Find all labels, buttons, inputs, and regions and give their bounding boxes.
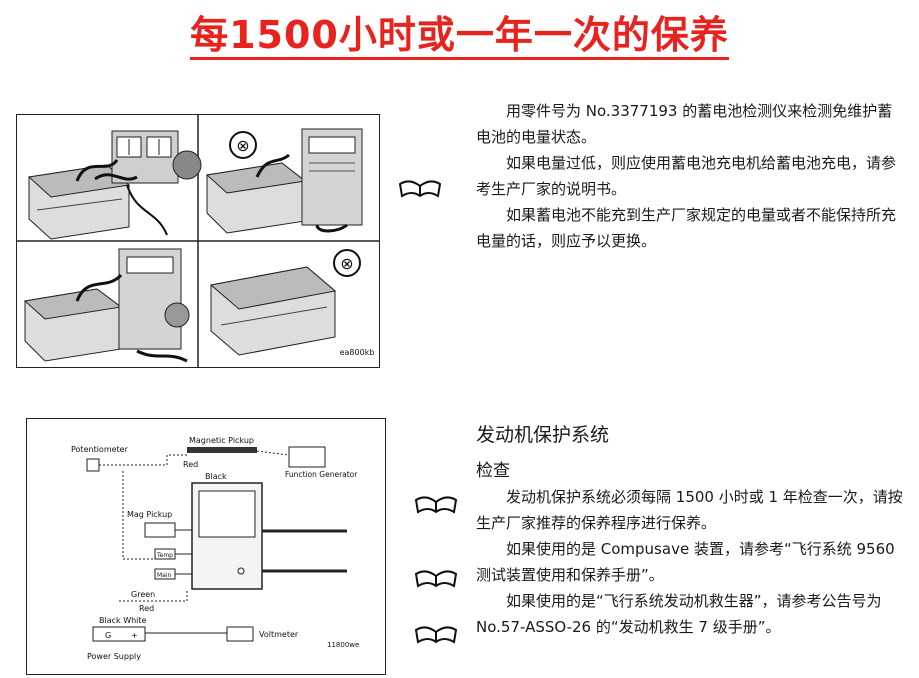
- wiring-diagram: Potentiometer Magnetic Pickup Red Black …: [71, 436, 359, 661]
- battery-tester-scene: [27, 130, 202, 240]
- engine-instructions: 发动机保护系统必须每隔 1500 小时或 1 年检查一次，请按生产厂家推荐的保养…: [476, 484, 906, 640]
- black-wire-label: Black: [205, 472, 227, 481]
- ground-label: G: [105, 631, 111, 640]
- plus-label: +: [131, 631, 138, 640]
- no-mark-1: ⊗: [236, 136, 249, 155]
- green-wire-label: Green: [131, 590, 155, 599]
- no-mark-2: ⊗: [340, 254, 353, 273]
- battery-paragraph-2: 如果电量过低，则应使用蓄电池充电机给蓄电池充电，请参考生产厂家的说明书。: [476, 154, 897, 198]
- engine-section-heading: 发动机保护系统: [476, 424, 610, 446]
- power-supply-label: Power Supply: [87, 652, 141, 661]
- battery-illustration: ⊗ ⊗ ea800kb: [17, 115, 379, 367]
- figure2-code: 11800we: [327, 641, 359, 649]
- potentiometer-label: Potentiometer: [71, 445, 129, 454]
- open-book-icon: [414, 496, 458, 514]
- red-wire-label-2: Red: [139, 604, 154, 613]
- main-label: Main: [157, 572, 172, 579]
- battery-figure: ⊗ ⊗ ea800kb: [16, 114, 380, 368]
- page-title-text: 每1500小时或一年一次的保养: [190, 13, 729, 60]
- function-generator-label: Function Generator: [285, 470, 358, 479]
- open-book-icon: [414, 570, 458, 588]
- page-title: 每1500小时或一年一次的保养: [0, 4, 919, 60]
- battery-charger-scene: ⊗: [205, 128, 363, 234]
- figure1-code: ea800kb: [340, 348, 375, 357]
- battery-charging-scene: [23, 248, 190, 363]
- engine-protection-diagram: Potentiometer Magnetic Pickup Red Black …: [26, 418, 386, 675]
- battery-instructions: 用零件号为 No.3377193 的蓄电池检测仪来检测免维护蓄电池的电量状态。 …: [476, 98, 906, 254]
- open-book-icon: [414, 626, 458, 644]
- battery-paragraph-1: 用零件号为 No.3377193 的蓄电池检测仪来检测免维护蓄电池的电量状态。: [476, 102, 893, 146]
- engine-paragraph-1: 发动机保护系统必须每隔 1500 小时或 1 年检查一次，请按生产厂家推荐的保养…: [476, 488, 903, 532]
- engine-paragraph-3: 如果使用的是“飞行系统发动机救生器”，请参考公告号为 No.57-ASSO-26…: [476, 592, 882, 636]
- open-book-icon: [398, 180, 442, 198]
- battery-paragraph-3: 如果蓄电池不能充到生产厂家规定的电量或者不能保持所充电量的话，则应予以更换。: [476, 206, 897, 250]
- voltmeter-label: Voltmeter: [259, 630, 299, 639]
- mag-pickup-label: Mag Pickup: [127, 510, 172, 519]
- battery-replace-scene: ⊗ ea800kb: [209, 249, 375, 357]
- engine-section-subheading: 检查: [476, 461, 510, 481]
- black-white-label: Black White: [99, 616, 147, 625]
- temp-label: Temp: [156, 552, 173, 559]
- red-wire-label: Red: [183, 460, 198, 469]
- magnetic-pickup-label: Magnetic Pickup: [189, 436, 254, 445]
- engine-paragraph-2: 如果使用的是 Compusave 装置，请参考“飞行系统 9560 测试装置使用…: [476, 540, 895, 584]
